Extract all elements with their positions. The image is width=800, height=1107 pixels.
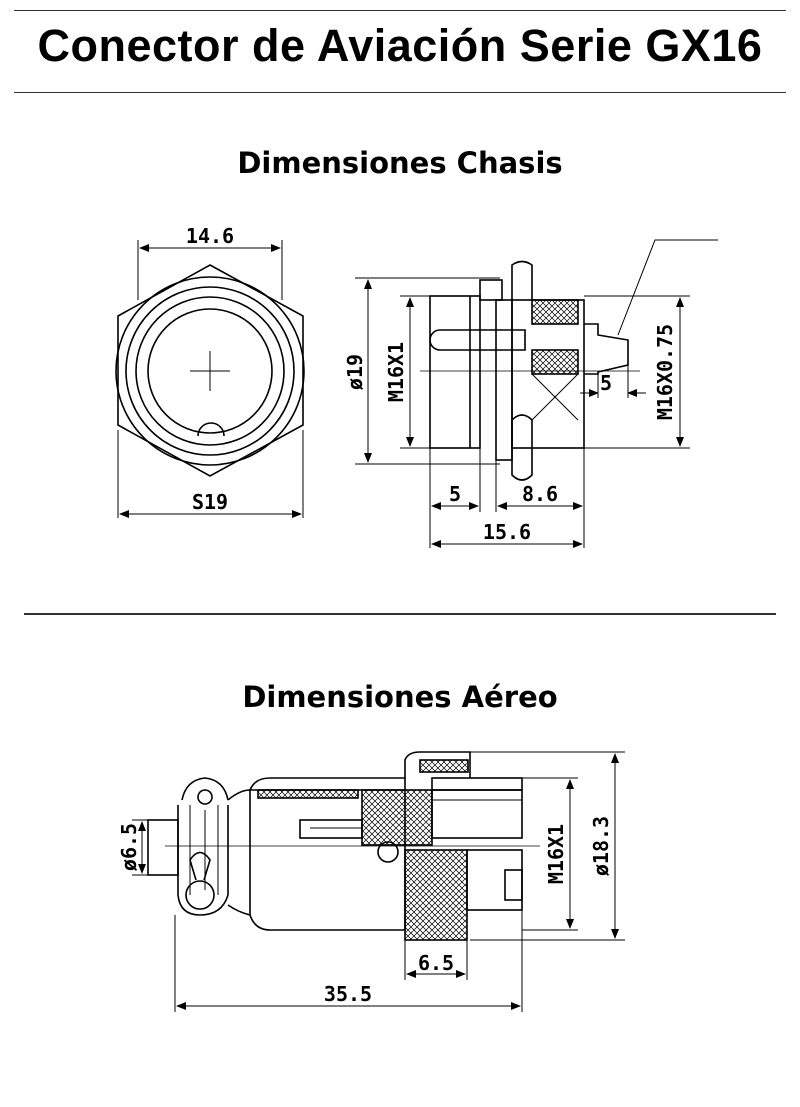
dim-chassis-thread-inner: M16X1 (384, 342, 408, 402)
aereo-side-view (132, 751, 625, 1012)
dim-cable-diameter: ø6.5 (117, 823, 141, 871)
chassis-heading: Dimensiones Chasis (237, 146, 563, 180)
dim-nut-length: 6.5 (418, 951, 454, 975)
dim-flange-length: 5 (449, 482, 461, 506)
dim-front-width: 14.6 (186, 224, 234, 248)
dim-aereo-total-length: 35.5 (324, 982, 372, 1006)
title-underline (14, 92, 786, 93)
dim-pin-length: 5 (600, 371, 612, 395)
dim-chassis-diameter: ø19 (343, 354, 367, 390)
top-rule (14, 10, 786, 11)
dim-chassis-thread-outer: M16X0.75 (653, 324, 677, 420)
dim-body-length: 8.6 (522, 482, 558, 506)
chassis-side-view (355, 239, 718, 548)
dim-aereo-thread: M16X1 (544, 824, 568, 884)
aereo-heading: Dimensiones Aéreo (242, 680, 558, 714)
page-title: Conector de Aviación Serie GX16 (37, 20, 763, 71)
dim-chassis-total-length: 15.6 (483, 520, 531, 544)
chassis-front-view (115, 240, 305, 518)
dim-hex-size: S19 (192, 490, 228, 514)
dim-aereo-outer-diameter: ø18.3 (589, 816, 613, 876)
section-divider (24, 613, 776, 615)
